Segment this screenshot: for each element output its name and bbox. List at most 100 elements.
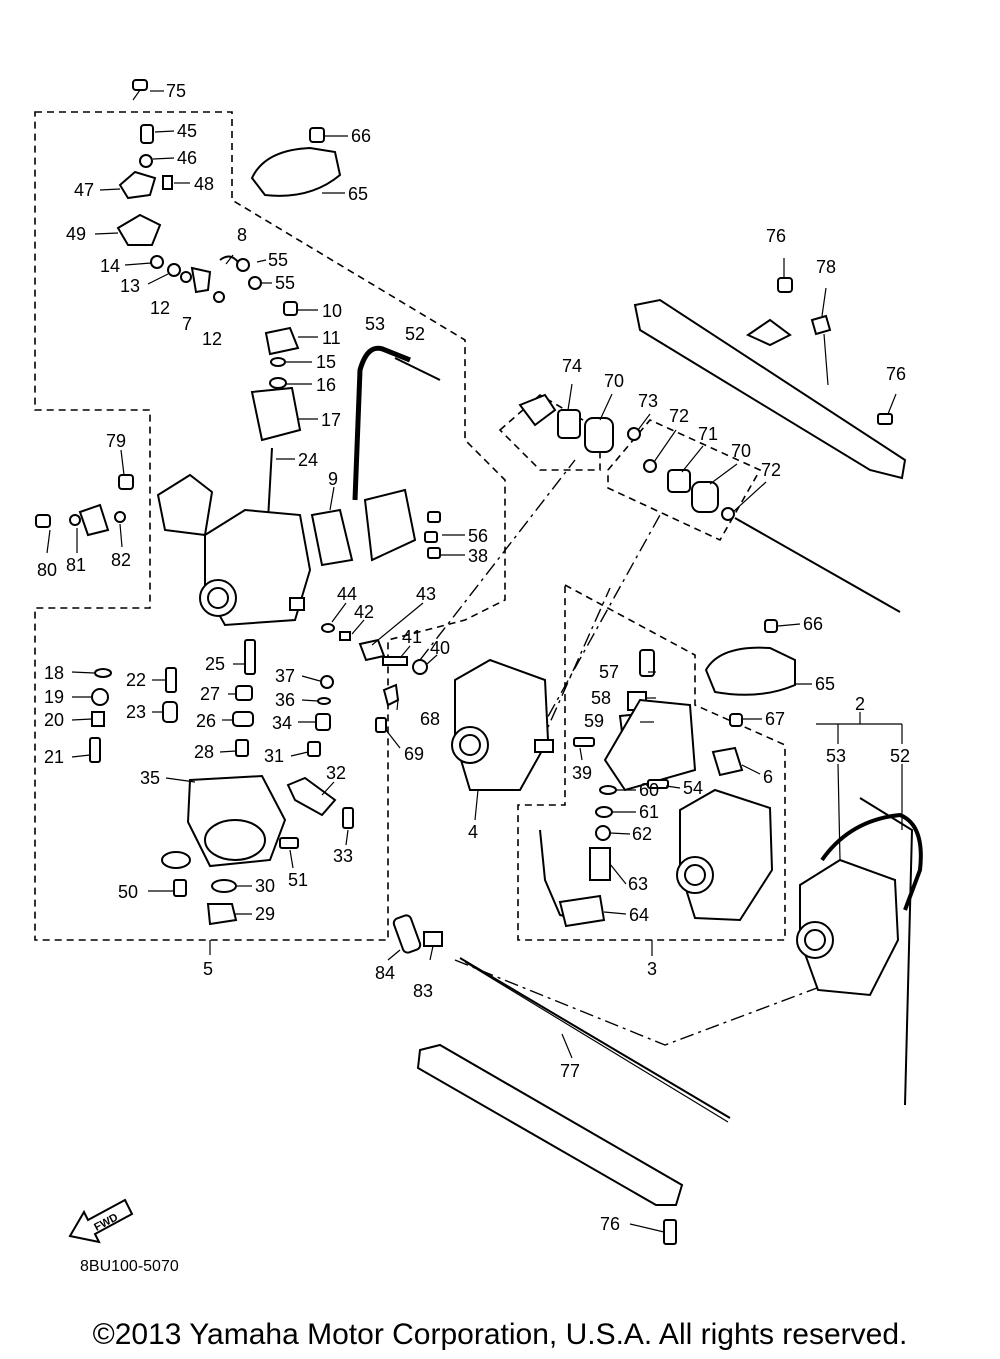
callout-45: 45 [177, 121, 197, 141]
callout-54: 54 [683, 778, 703, 798]
cap-37 [320, 675, 334, 689]
callout-18: 18 [44, 663, 64, 683]
screw-10 [283, 301, 298, 316]
callout-84: 84 [375, 963, 395, 983]
spring-74 [557, 409, 581, 439]
plug-38 [427, 547, 441, 559]
callout-23: 23 [126, 702, 146, 722]
screw-31 [307, 741, 321, 757]
collar-46 [139, 154, 153, 168]
callout-59: 59 [584, 711, 604, 731]
screw-75 [132, 79, 148, 101]
callout-68: 68 [420, 709, 440, 729]
seat-19 [91, 688, 109, 706]
nut-16 [269, 377, 287, 389]
screw-56a [427, 511, 441, 523]
jet-25 [244, 639, 256, 675]
jet-57 [639, 649, 655, 677]
cap-65b [704, 646, 796, 696]
carburetor-4 [451, 658, 554, 791]
screw-39 [573, 737, 595, 747]
callout-48: 48 [194, 174, 214, 194]
callout-43: 43 [416, 584, 436, 604]
callout-41: 41 [402, 627, 422, 647]
clip-68 [382, 683, 400, 707]
callout-53: 53 [826, 746, 846, 766]
callout-labels: 75 45 46 47 48 66 65 49 8 55 55 14 13 12… [37, 81, 910, 1234]
callout-35: 35 [140, 768, 160, 788]
collar-70b [691, 481, 719, 513]
shaft [734, 517, 901, 613]
spring-20 [91, 711, 105, 727]
cover-17 [250, 386, 302, 442]
callout-42: 42 [354, 602, 374, 622]
callout-12: 12 [150, 298, 170, 318]
needle-24 [267, 447, 273, 521]
callout-52: 52 [405, 324, 425, 344]
plate-50 [161, 851, 191, 869]
callout-55: 55 [268, 250, 288, 270]
bracket-6 [603, 698, 697, 792]
washer-81 [69, 514, 81, 526]
screw-21 [89, 737, 101, 763]
callout-6: 6 [763, 767, 773, 787]
lever-47 [118, 170, 157, 200]
callout-36: 36 [275, 690, 295, 710]
holder-23 [162, 701, 178, 723]
callout-28: 28 [194, 742, 214, 762]
spring-45 [140, 124, 154, 144]
callout-32: 32 [326, 763, 346, 783]
callout-14: 14 [100, 256, 120, 276]
nut-55b [248, 276, 262, 290]
screw-66a [309, 127, 325, 143]
oring-36 [317, 697, 331, 705]
nut-55a [236, 258, 250, 272]
cover-9 [363, 488, 417, 562]
callout-10: 10 [322, 301, 342, 321]
collar-70a [584, 417, 614, 453]
screw-76a [777, 277, 793, 293]
callout-22: 22 [126, 670, 146, 690]
callout-83: 83 [413, 981, 433, 1001]
callout-73: 73 [638, 391, 658, 411]
plug-29 [206, 903, 238, 926]
screw-80 [35, 514, 51, 528]
float-bowl-35 [186, 774, 287, 868]
washer-72b [721, 507, 735, 521]
spring-63 [589, 847, 611, 881]
callout-72: 72 [761, 460, 781, 480]
cap-65a [250, 146, 342, 197]
jet-28 [235, 739, 249, 757]
screw-79 [118, 474, 134, 490]
callout-29: 29 [255, 904, 275, 924]
callout-12: 12 [202, 329, 222, 349]
shaft-43 [358, 638, 386, 662]
mounting-bracket [633, 298, 907, 480]
callout-17: 17 [321, 410, 341, 430]
callout-78: 78 [816, 257, 836, 277]
callout-58: 58 [591, 688, 611, 708]
copyright-notice: ©2013 Yamaha Motor Corporation, U.S.A. A… [92, 1318, 908, 1351]
callout-71: 71 [698, 424, 718, 444]
washer-82 [114, 511, 126, 523]
callout-8: 8 [237, 225, 247, 245]
hose-53b [820, 812, 923, 911]
clip-bracket [745, 318, 792, 347]
screw-50 [173, 879, 187, 897]
oring-44 [321, 623, 335, 633]
callout-57: 57 [599, 662, 619, 682]
callout-37: 37 [275, 666, 295, 686]
hose-53 [352, 345, 411, 501]
bracket-79 [156, 473, 214, 537]
fwd-arrow-icon: FWD [68, 1198, 134, 1244]
washer-61 [595, 806, 613, 818]
callout-16: 16 [316, 375, 336, 395]
spring-42 [339, 631, 351, 641]
callout-46: 46 [177, 148, 197, 168]
callout-65: 65 [348, 184, 368, 204]
callout-13: 13 [120, 276, 140, 296]
connector-line [454, 959, 866, 1046]
callout-34: 34 [272, 713, 292, 733]
plate-lower [416, 1043, 684, 1206]
callout-55: 55 [275, 273, 295, 293]
